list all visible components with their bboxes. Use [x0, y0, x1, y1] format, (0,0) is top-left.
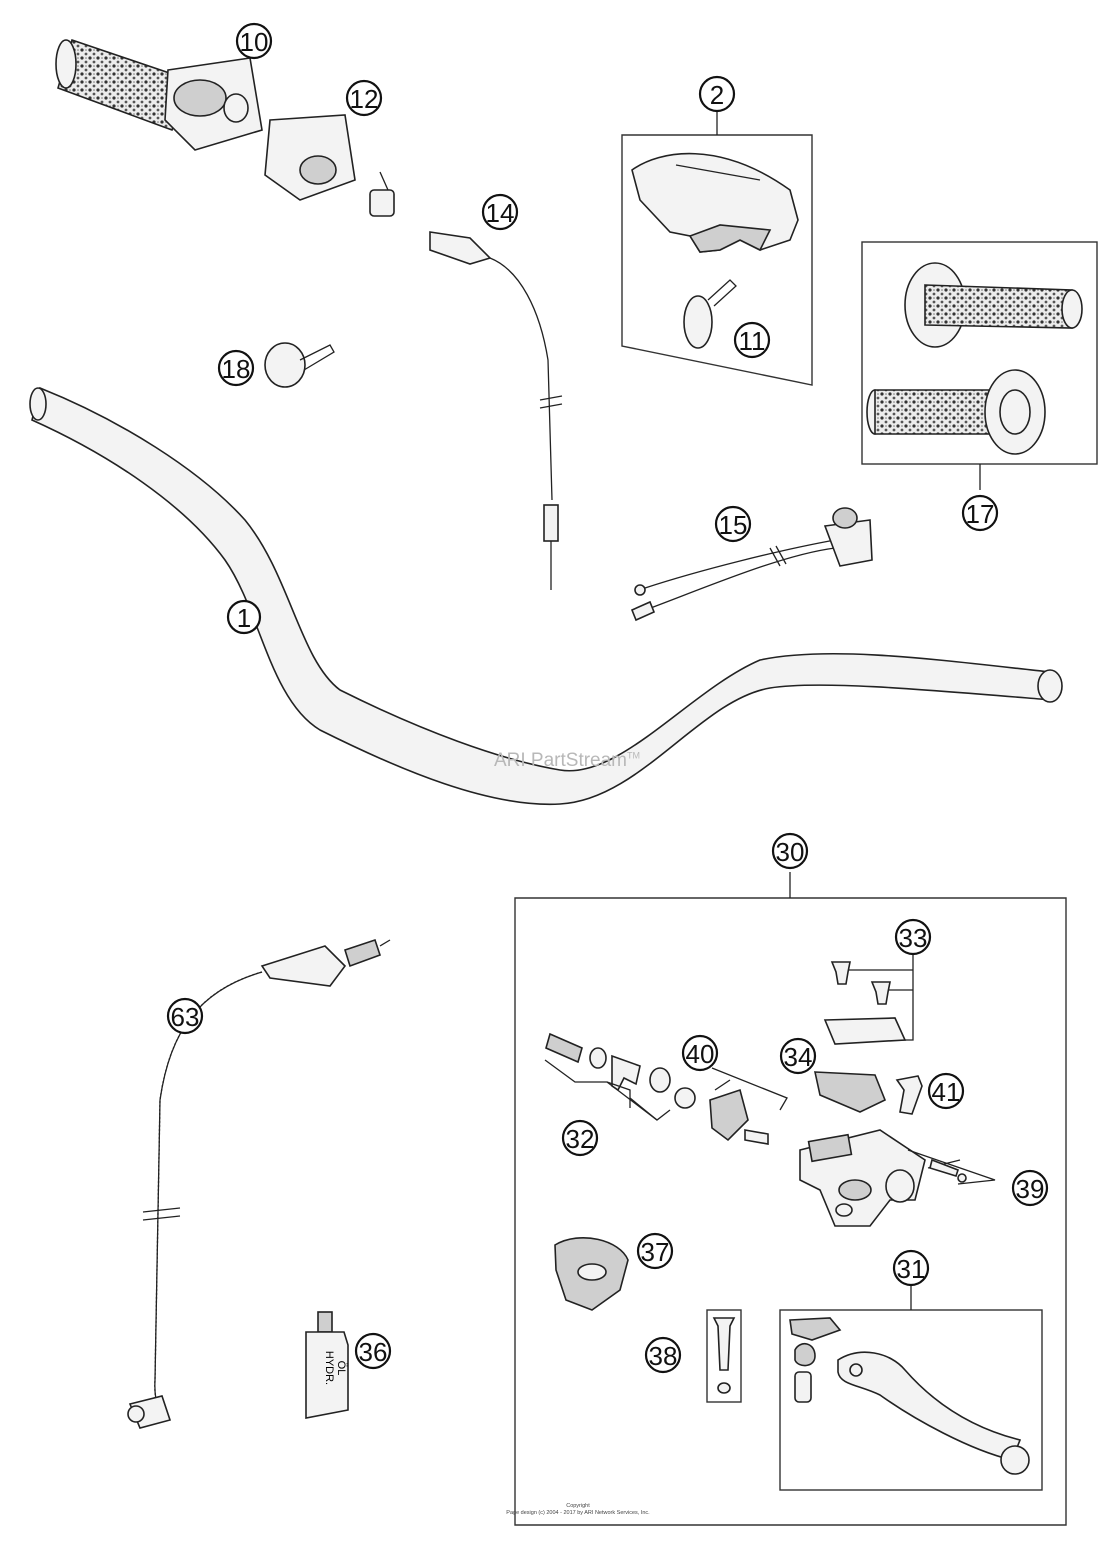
- callout-10: 10: [235, 22, 273, 60]
- callout-33: 33: [894, 918, 932, 956]
- reservoir-diaphragm: [813, 1071, 887, 1113]
- callout-2: 2: [698, 75, 736, 113]
- callout-15: 15: [714, 505, 752, 543]
- kit-31-frame: [779, 1285, 1043, 1491]
- clutch-hose: [127, 938, 391, 1429]
- callout-label: 15: [719, 510, 748, 540]
- kit-17-frame: [861, 241, 1098, 490]
- kill-switch: [630, 507, 873, 622]
- callout-label: 18: [222, 354, 251, 384]
- callout-37: 37: [636, 1232, 674, 1270]
- watermark-trademark: TM: [627, 750, 641, 761]
- callout-34: 34: [779, 1037, 817, 1075]
- throttle-grip-assembly: [55, 38, 263, 151]
- callout-label: 2: [710, 80, 724, 110]
- hydraulic-oil-bottle: HYDR. ÖL: [305, 1311, 349, 1419]
- callout-label: 63: [171, 1002, 200, 1032]
- callout-1: 1: [226, 599, 262, 635]
- callout-41: 41: [927, 1072, 965, 1110]
- callout-18: 18: [217, 349, 255, 387]
- callout-label: 14: [486, 198, 515, 228]
- clutch-lever: [789, 1317, 1030, 1475]
- copyright-line1: Copyright: [566, 1503, 590, 1509]
- callout-label: 36: [359, 1337, 388, 1367]
- copyright-line2: Page design (c) 2004 - 2017 by ARI Netwo…: [506, 1510, 650, 1516]
- callout-30: 30: [771, 832, 809, 870]
- callout-38: 38: [644, 1336, 682, 1374]
- throttle-housing-cover: [264, 114, 356, 201]
- dust-boot: [709, 1067, 788, 1145]
- kit-2-frame: [621, 112, 813, 386]
- callout-11: 11: [733, 321, 771, 359]
- callout-label: 11: [739, 326, 766, 356]
- callout-label: 33: [899, 923, 928, 953]
- watermark-text: ARI PartStream: [493, 750, 628, 771]
- lever-adjuster: [554, 1237, 629, 1311]
- callout-label: 12: [350, 84, 379, 114]
- callout-32: 32: [561, 1119, 599, 1157]
- kit-2-cable-tie: [683, 279, 737, 349]
- callout-label: 1: [237, 603, 251, 633]
- callout-label: 39: [1016, 1174, 1045, 1204]
- callout-17: 17: [961, 494, 999, 532]
- callout-label: 17: [966, 499, 995, 529]
- callout-39: 39: [1011, 1169, 1049, 1207]
- callout-label: 30: [776, 837, 805, 867]
- callout-label: 34: [784, 1042, 813, 1072]
- handguard-cover: [631, 152, 799, 253]
- cable-tie: [264, 342, 335, 388]
- callout-label: 38: [649, 1341, 678, 1371]
- callout-label: 41: [932, 1077, 961, 1107]
- callout-40: 40: [681, 1034, 719, 1072]
- callout-label: 40: [686, 1039, 715, 1069]
- callout-12: 12: [345, 79, 383, 117]
- watermark: ARI PartStreamTM: [0, 750, 1120, 772]
- piston-kit: [544, 1032, 696, 1121]
- pivot-pin: [895, 1075, 923, 1115]
- callout-label: 10: [240, 27, 269, 57]
- oil-bottle-label-line2: ÖL: [335, 1361, 347, 1376]
- pivot-bolt: [706, 1309, 742, 1403]
- handlebar: [29, 386, 1063, 806]
- lever-pin: [907, 1149, 996, 1185]
- callout-label: 37: [641, 1237, 670, 1267]
- throttle-cable: [369, 171, 563, 590]
- master-cylinder-body: [799, 1129, 926, 1227]
- callout-36: 36: [354, 1332, 392, 1370]
- callout-63: 63: [166, 997, 204, 1035]
- grip-right: [866, 369, 1046, 455]
- grip-left: [904, 262, 1083, 348]
- reservoir-cover: [823, 955, 914, 1045]
- callout-label: 32: [566, 1124, 595, 1154]
- callout-label: 31: [897, 1254, 926, 1284]
- copyright-notice: Copyright Page design (c) 2004 - 2017 by…: [478, 1503, 678, 1517]
- kit-30-frame: [514, 872, 1067, 1526]
- callout-14: 14: [481, 193, 519, 231]
- oil-bottle-label-line1: HYDR.: [323, 1351, 335, 1385]
- callout-31: 31: [892, 1249, 930, 1287]
